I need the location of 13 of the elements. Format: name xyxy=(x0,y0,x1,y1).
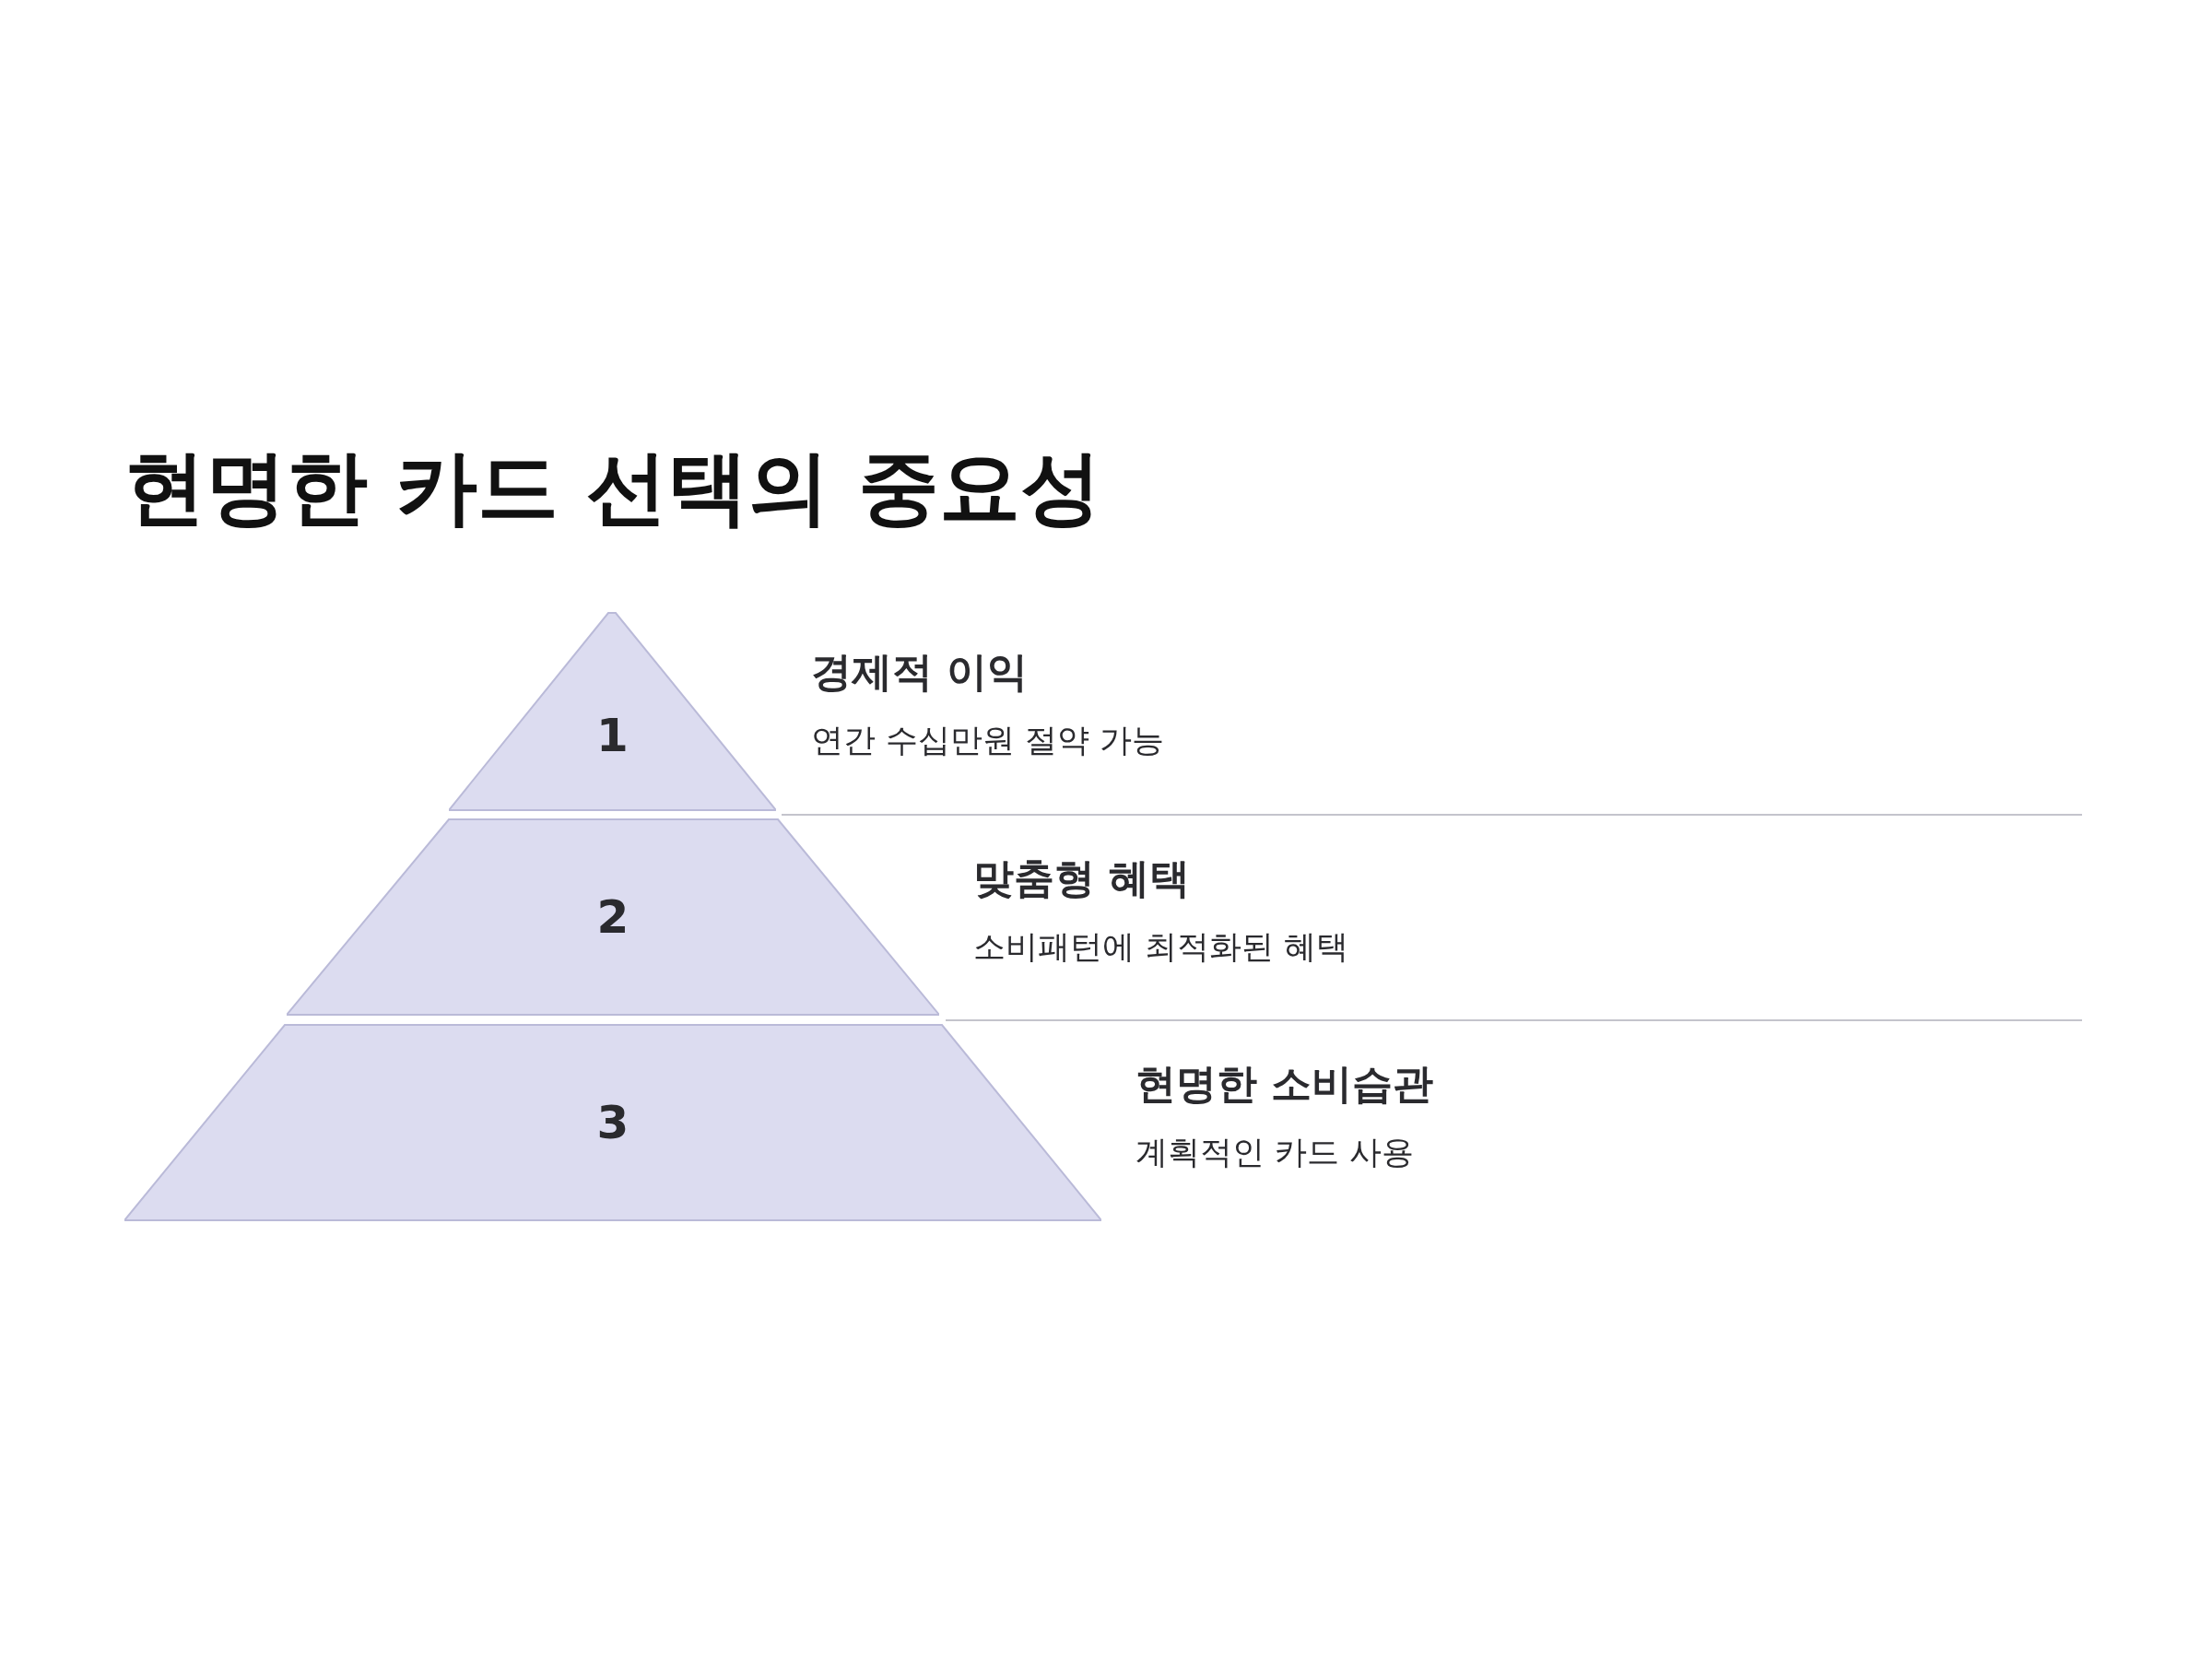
page-title: 현명한 카드 선택의 중요성 xyxy=(124,439,1101,536)
tier-heading: 맞춤형 혜택 xyxy=(973,853,1191,903)
tier-heading: 경제적 이익 xyxy=(811,647,1029,697)
pyramid-tier xyxy=(449,612,776,811)
pyramid-tier xyxy=(287,818,939,1016)
tier-description: 소비패턴에 최적화된 혜택 xyxy=(973,927,1349,967)
tier-description: 계획적인 카드 사용 xyxy=(1135,1133,1415,1172)
tier-number: 3 xyxy=(596,1096,629,1149)
tier-number: 2 xyxy=(596,890,629,944)
pyramid-tier xyxy=(124,1024,1101,1221)
tier-description: 연간 수십만원 절약 가능 xyxy=(811,721,1165,760)
tier-number: 1 xyxy=(596,708,629,762)
tier-heading: 현명한 소비습관 xyxy=(1135,1059,1434,1109)
